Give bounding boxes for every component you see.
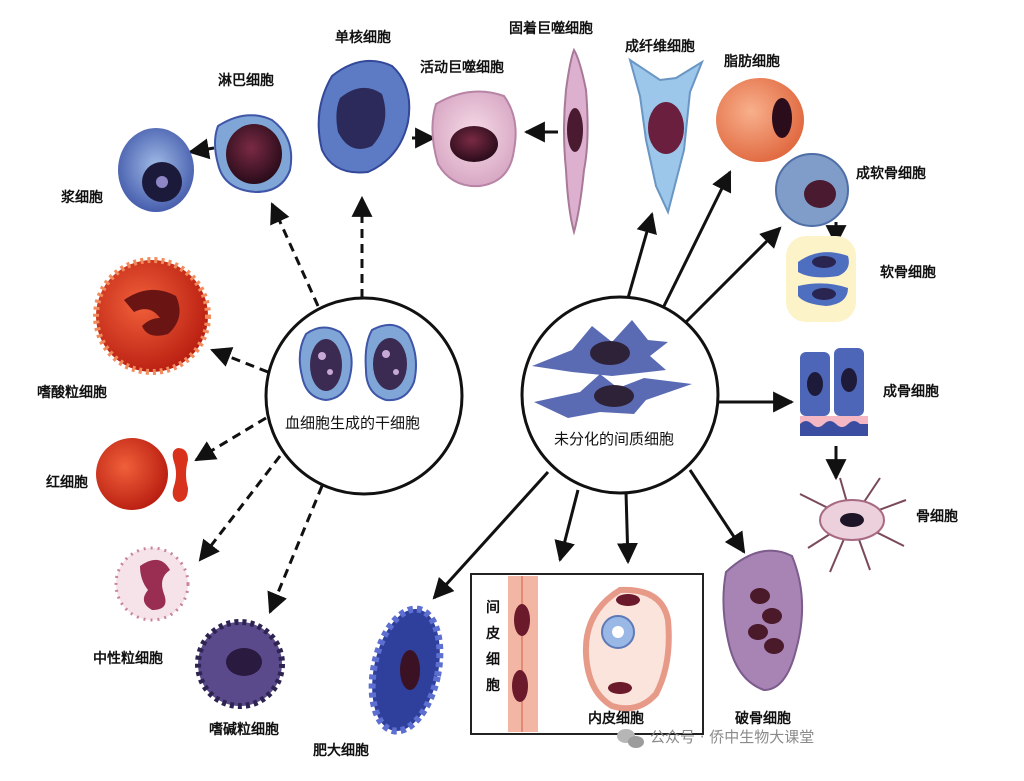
osteoclast-cell bbox=[722, 549, 804, 692]
mesenchymal-cell-bottom bbox=[534, 374, 692, 418]
mesenchymal-cell-label: 未分化的间质细胞 bbox=[554, 430, 675, 448]
pericyte-label-char: 皮 bbox=[486, 626, 500, 642]
basophil-label: 嗜碱粒细胞 bbox=[209, 722, 279, 738]
arrow-to-chondroblast bbox=[684, 226, 782, 324]
fixed-macrophage-cell bbox=[563, 47, 589, 236]
arrow-to-erythrocyte bbox=[194, 416, 267, 462]
monocyte-cell bbox=[317, 59, 411, 174]
osteoclast-label: 破骨细胞 bbox=[735, 711, 791, 727]
arrow-lymphocyte-to-plasma bbox=[187, 138, 215, 160]
fixed-macrophage-label: 固着巨噬细胞 bbox=[509, 21, 593, 37]
osteocyte-label: 骨细胞 bbox=[916, 509, 958, 525]
monocyte-label: 单核细胞 bbox=[335, 30, 391, 46]
mast-cell-label: 肥大细胞 bbox=[313, 743, 369, 759]
wechat-icon bbox=[617, 729, 644, 748]
neutrophil-cell bbox=[114, 546, 190, 622]
erythrocyte-cell bbox=[96, 438, 188, 510]
osteoblast-cell bbox=[800, 348, 868, 436]
erythrocyte-label: 红细胞 bbox=[46, 475, 88, 491]
adipocyte-cell bbox=[716, 78, 804, 162]
fibroblast-cell bbox=[628, 57, 705, 215]
arrow-to-mast-cell bbox=[432, 470, 550, 600]
basophil-cell bbox=[195, 619, 285, 709]
plasma-cell-label: 浆细胞 bbox=[61, 190, 103, 206]
active-macrophage-cell bbox=[431, 90, 517, 188]
chondroblast-label: 成软骨细胞 bbox=[856, 166, 926, 182]
chondroblast-cell bbox=[775, 153, 849, 227]
blood-stem-cell-label: 血细胞生成的干细胞 bbox=[285, 414, 421, 432]
arrow-to-fibroblast bbox=[626, 211, 657, 299]
chondrocyte-label: 软骨细胞 bbox=[880, 265, 936, 281]
pericyte-label-char: 胞 bbox=[486, 678, 500, 694]
blood-lineage-arrows bbox=[194, 195, 373, 614]
blood-stem-cell-right bbox=[364, 323, 417, 402]
arrow-to-basophil bbox=[267, 485, 324, 614]
osteoblast-label: 成骨细胞 bbox=[883, 384, 939, 400]
active-macrophage-label: 活动巨噬细胞 bbox=[420, 60, 504, 76]
plasma-cell bbox=[118, 128, 194, 212]
fibroblast-label: 成纤维细胞 bbox=[625, 39, 695, 55]
arrow-to-osteoclast bbox=[688, 469, 746, 554]
eosinophil-label: 嗜酸粒细胞 bbox=[37, 385, 107, 401]
neutrophil-label: 中性粒细胞 bbox=[93, 651, 163, 667]
watermark-text: 公众号 · 侨中生物大课堂 bbox=[650, 728, 815, 746]
pericyte-label-char: 细 bbox=[486, 652, 500, 668]
arrow-to-neutrophil bbox=[198, 455, 282, 562]
eosinophil-cell bbox=[93, 257, 211, 375]
mast-cell bbox=[368, 605, 444, 735]
lymphocyte-cell bbox=[214, 114, 293, 194]
pericyte-vessel-wall bbox=[508, 576, 538, 732]
arrow-to-pericyte bbox=[554, 489, 580, 563]
chondrocyte-cell bbox=[786, 236, 856, 322]
endothelial-label: 内皮细胞 bbox=[588, 711, 644, 727]
mesenchymal-cell-top bbox=[532, 320, 668, 376]
lymphocyte-label: 淋巴细胞 bbox=[218, 73, 274, 89]
arrow-to-adipocyte bbox=[662, 170, 732, 307]
osteocyte-cell bbox=[799, 477, 907, 573]
adipocyte-label: 脂肪细胞 bbox=[724, 54, 780, 70]
macrophage-chain-arrows bbox=[187, 121, 847, 481]
arrow-to-lymphocyte bbox=[270, 202, 320, 307]
pericyte-label-char: 间 bbox=[486, 600, 500, 616]
blood-stem-cell-left bbox=[298, 326, 353, 402]
arrow-to-eosinophil bbox=[210, 347, 269, 374]
mesenchymal-lineage-arrows bbox=[432, 170, 795, 600]
arrow-to-endothelial bbox=[616, 491, 638, 565]
mesenchymal-cell-hub bbox=[520, 295, 720, 495]
blood-stem-cell-hub bbox=[264, 296, 464, 496]
endothelial-vessel bbox=[582, 586, 672, 712]
vessel-inset-box bbox=[470, 573, 704, 735]
